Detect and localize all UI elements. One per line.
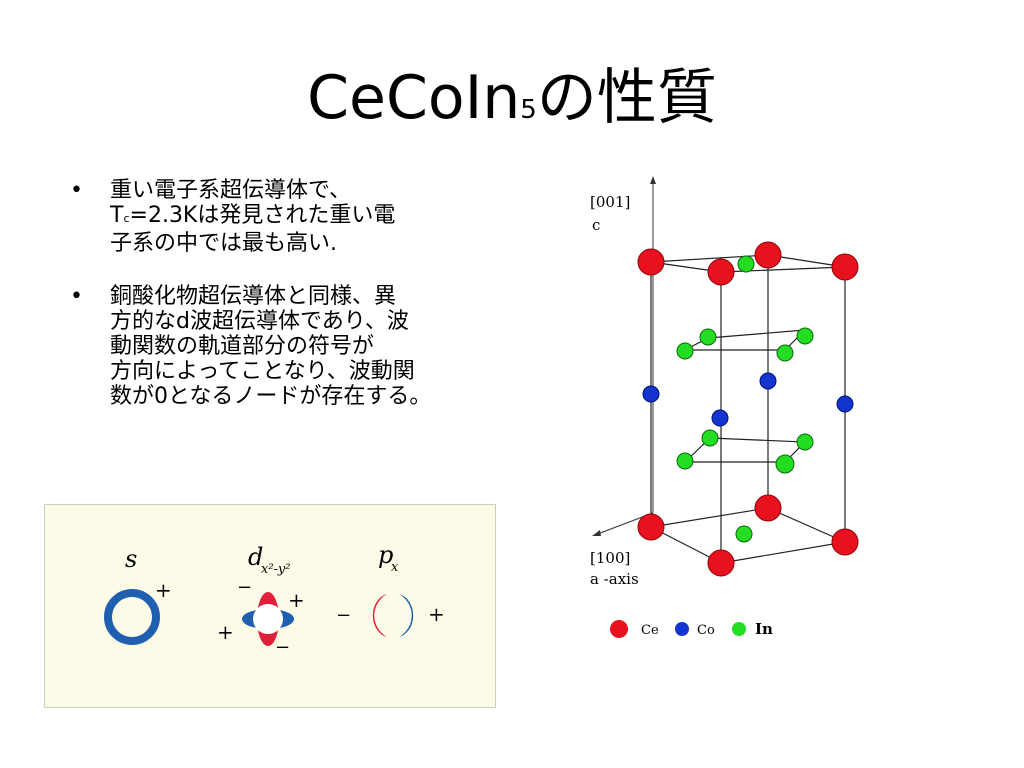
- ce-atoms: [637, 241, 859, 577]
- s-orbital-ring: [104, 589, 160, 645]
- legend-ce-label: Ce: [641, 623, 659, 638]
- a-axis-arrow: [592, 530, 601, 536]
- p-orbital-shape: [372, 594, 414, 637]
- bullet-2-line-1: 銅酸化物超伝導体と同様、異: [110, 284, 397, 309]
- d-plus-right: +: [288, 588, 305, 612]
- legend-co-label: Co: [697, 623, 715, 638]
- tc-value-text: =2.3Kは発見された重い電: [129, 203, 396, 228]
- tc-subscript: c: [123, 212, 130, 225]
- a-axis-label: a -axis: [590, 570, 639, 588]
- p-orbital-subscript: x: [391, 560, 399, 575]
- p-plus-sign: +: [428, 602, 445, 626]
- p-orbital-label: p: [378, 541, 393, 569]
- s-orbital-label: s: [125, 545, 137, 573]
- d-plus-left: +: [217, 620, 234, 644]
- bullet-1-line-3: 子系の中では最も高い.: [110, 231, 337, 256]
- p-lobe-red: [372, 594, 387, 637]
- c-axis-index: [001]: [590, 193, 630, 211]
- slide-title: CeCoIn5の性質: [0, 62, 1024, 146]
- co-atoms: [642, 372, 854, 427]
- bullet-2-line-2: 方的なd波超伝導体であり、波: [110, 309, 409, 334]
- atom-legend: Ce Co In: [610, 620, 773, 638]
- c-axis-label: c: [592, 216, 600, 234]
- title-formula: CeCoIn: [307, 63, 521, 133]
- bullet-item-1: • 重い電子系超伝導体で、 Tc=2.3Kは発見された重い電 子系の中では最も高…: [70, 178, 500, 256]
- d-orbital-center: [253, 604, 283, 634]
- tc-symbol: T: [110, 203, 124, 228]
- p-lobe-blue: [399, 594, 414, 637]
- d-minus-bottom: −: [275, 637, 290, 658]
- d-minus-top: −: [237, 577, 252, 598]
- bullet-marker: •: [70, 178, 83, 203]
- title-subscript: 5: [520, 95, 537, 125]
- bullet-2-line-3: 動関数の軌道部分の符号が: [110, 334, 375, 359]
- d-orbital-shape: [242, 592, 294, 646]
- title-rest: の性質: [536, 63, 717, 133]
- legend-ce-swatch: [610, 620, 628, 638]
- bullet-1-line-2: Tc=2.3Kは発見された重い電: [110, 203, 500, 231]
- legend-in-swatch: [732, 622, 746, 636]
- a-axis-index: [100]: [590, 549, 630, 567]
- d-orbital-label: d: [248, 543, 263, 571]
- orbital-symmetry-figure: s + d x²-y² − + + − p x − +: [44, 504, 496, 708]
- d-orbital-subscript: x²-y²: [261, 562, 291, 577]
- unit-cell-edges: [650, 254, 846, 564]
- p-minus-sign: −: [336, 605, 351, 626]
- in-atoms: [676, 255, 814, 543]
- legend-co-swatch: [675, 622, 689, 636]
- crystal-structure-figure: [001] c [100] a -axis: [540, 170, 900, 650]
- bullet-list: • 重い電子系超伝導体で、 Tc=2.3Kは発見された重い電 子系の中では最も高…: [70, 178, 500, 437]
- c-axis-arrow: [650, 176, 656, 184]
- bullet-marker: •: [70, 284, 83, 309]
- bullet-2-line-4: 方向によってことなり、波動関: [110, 359, 415, 384]
- bullet-2-line-5: 数が0となるノードが存在する。: [110, 384, 432, 409]
- bullet-1-line-1: 重い電子系超伝導体で、: [110, 178, 352, 203]
- legend-in-label: In: [755, 620, 773, 638]
- s-plus-sign: +: [155, 578, 172, 602]
- bullet-item-2: • 銅酸化物超伝導体と同様、異 方的なd波超伝導体であり、波 動関数の軌道部分の…: [70, 284, 500, 409]
